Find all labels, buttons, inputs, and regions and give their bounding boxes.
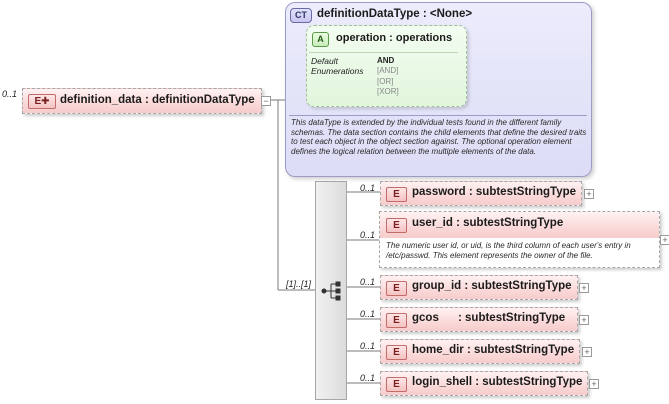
element-badge-icon: E: [386, 281, 407, 296]
element-documentation: The numeric user id, or uid, is the thir…: [386, 241, 631, 260]
child-cardinality: 0..1: [360, 373, 376, 383]
expand-toggle[interactable]: +: [582, 347, 592, 357]
element-badge-icon: E: [386, 313, 407, 328]
attribute-title: operation : operations: [336, 32, 453, 44]
expand-toggle[interactable]: +: [579, 315, 589, 325]
element-group-id[interactable]: E group_id : subtestStringType: [380, 275, 578, 300]
element-header: [380, 212, 659, 238]
facet-enum-value: [XOR]: [377, 87, 399, 96]
element-badge-icon: E: [386, 345, 407, 360]
facet-enum-value: [OR]: [377, 76, 394, 86]
facet-enumerations-label: Enumerations: [311, 66, 364, 76]
element-title: group_id : subtestStringType: [412, 280, 572, 292]
expand-toggle[interactable]: +: [579, 283, 589, 293]
element-gcos[interactable]: E gcos : subtestStringType: [380, 307, 578, 332]
element-title: home_dir : subtestStringType: [412, 344, 575, 356]
element-title: user_id : subtestStringType: [412, 217, 564, 229]
root-element-title: definition_data : definitionDataType: [60, 94, 255, 106]
documentation-divider: [289, 115, 587, 116]
complex-type-badge-icon: CT: [290, 8, 312, 23]
child-cardinality: 0..1: [360, 183, 376, 193]
element-user-id[interactable]: E user_id : subtestStringType The numeri…: [379, 211, 660, 268]
attribute-divider: [309, 52, 458, 53]
element-title: login_shell : subtestStringType: [412, 376, 583, 388]
facet-default-value: AND: [377, 56, 395, 65]
root-collapse-toggle[interactable]: −: [261, 96, 271, 106]
sequence-compositor[interactable]: [315, 181, 347, 400]
element-badge-icon: E: [386, 377, 407, 392]
child-cardinality: 0..1: [360, 309, 376, 319]
element-home-dir[interactable]: E home_dir : subtestStringType: [380, 339, 580, 364]
element-login-shell[interactable]: E login_shell : subtestStringType: [380, 371, 588, 396]
facet-enum-value: [AND]: [377, 66, 399, 75]
element-title: gcos : subtestStringType: [412, 312, 566, 324]
root-cardinality: 0..1: [2, 89, 18, 99]
complex-type-title: definitionDataType : <None>: [317, 8, 473, 20]
child-cardinality: 0..1: [360, 277, 376, 287]
element-password[interactable]: E password : subtestStringType: [380, 181, 582, 206]
element-badge-icon: E: [386, 187, 407, 202]
child-cardinality: 0..1: [360, 230, 376, 240]
attribute-badge-icon: A: [312, 32, 329, 47]
complex-type-documentation: This dataType is extended by the individ…: [291, 118, 587, 156]
sequence-icon: [321, 281, 341, 301]
facet-default-label: Default: [311, 56, 338, 66]
sequence-cardinality: [1]..[1]: [286, 279, 312, 289]
child-cardinality: 0..1: [360, 341, 376, 351]
root-element-definition-data[interactable]: E✚ definition_data : definitionDataType: [22, 88, 262, 114]
expand-toggle[interactable]: +: [584, 189, 594, 199]
attribute-box[interactable]: [306, 25, 467, 107]
expand-toggle[interactable]: +: [589, 379, 599, 389]
element-badge-icon: E✚: [28, 94, 56, 109]
element-title: password : subtestStringType: [412, 186, 577, 198]
expand-toggle[interactable]: +: [660, 235, 669, 245]
element-badge-icon: E: [386, 218, 407, 233]
